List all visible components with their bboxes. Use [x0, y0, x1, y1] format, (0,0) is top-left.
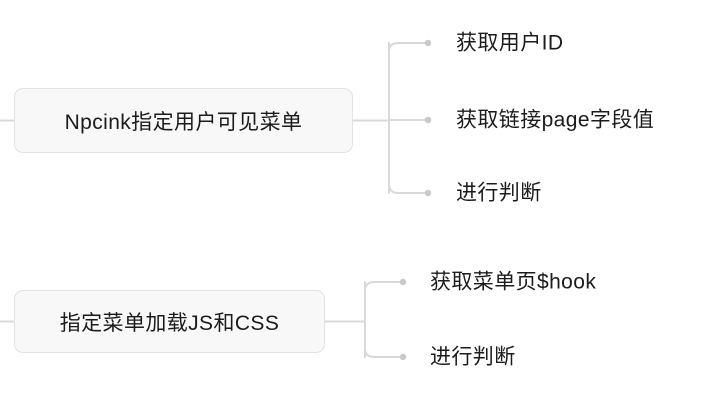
root-node-label: Npcink指定用户可见菜单 [64, 110, 303, 134]
connector-branch-group-2-0 [364, 281, 404, 292]
leaf-node-make-judgement[interactable]: 进行判断 [456, 181, 542, 205]
root-node-menu-load-js-css[interactable]: 指定菜单加载JS和CSS [14, 290, 325, 353]
leaf-node-get-link-page-field[interactable]: 获取链接page字段值 [456, 108, 655, 132]
root-node-npcink-visible-menu[interactable]: Npcink指定用户可见菜单 [14, 88, 353, 153]
leaf-node-get-menu-page-hook[interactable]: 获取菜单页$hook [430, 270, 597, 294]
root-node-label: 指定菜单加载JS和CSS [59, 311, 280, 335]
branch-endpoint-dot [399, 278, 407, 286]
branch-endpoint-dot [424, 116, 432, 124]
connector-branch-group-1-2 [388, 183, 429, 194]
connector-branch-group-2-1 [364, 347, 404, 358]
branch-endpoint-dot [424, 39, 432, 47]
leaf-node-make-judgement[interactable]: 进行判断 [430, 345, 516, 369]
branch-endpoint-dot [399, 353, 407, 361]
branch-endpoint-dot [424, 189, 432, 197]
connector-branch-group-1-0 [388, 42, 429, 53]
leaf-node-get-user-id[interactable]: 获取用户ID [456, 31, 564, 55]
